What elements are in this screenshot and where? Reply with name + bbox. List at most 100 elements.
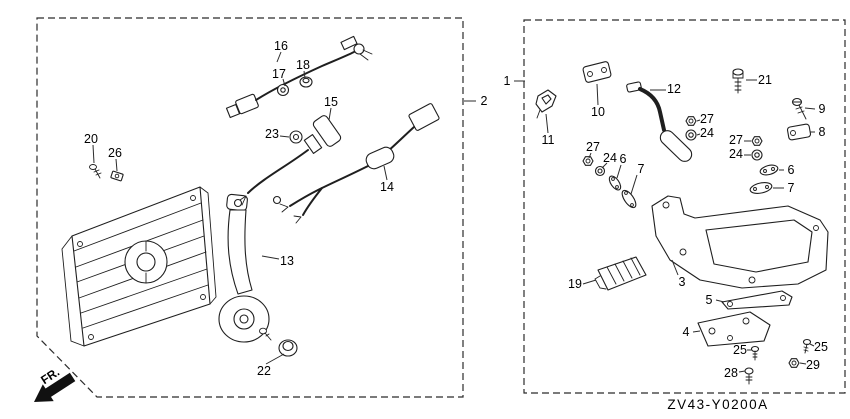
part-label-28: 28 — [724, 366, 738, 380]
part-29-nut — [788, 358, 800, 368]
part-24-washer — [594, 165, 606, 177]
part-label-26: 26 — [108, 146, 122, 160]
leader-line-13 — [261, 255, 280, 260]
leader-line-20 — [92, 144, 95, 164]
part-11-clamp — [535, 89, 557, 119]
leader-line-23 — [279, 135, 290, 138]
part-27-nut — [685, 116, 697, 126]
leader-line-29 — [799, 362, 807, 365]
part-8-block — [786, 123, 812, 141]
part-27-nut — [582, 156, 594, 166]
part-6-plate — [608, 175, 622, 191]
part-4-plate — [697, 311, 771, 347]
fr-arrow-icon: FR. — [34, 365, 76, 402]
part-label-4: 4 — [683, 325, 690, 339]
part-labels: 1617181523202614132221111012212724982724… — [84, 39, 828, 380]
leader-line-24 — [696, 133, 701, 136]
part-label-27: 27 — [729, 133, 743, 147]
part-label-23: 23 — [265, 127, 279, 141]
part-6-plate — [759, 164, 779, 176]
part-label-25: 25 — [814, 340, 828, 354]
leader-line-16 — [276, 51, 282, 63]
part-12-link — [626, 81, 693, 162]
part-26-clip — [110, 170, 124, 182]
part-label-24: 24 — [603, 151, 617, 165]
part-27-nut — [751, 136, 763, 146]
part-9-screw — [791, 97, 807, 120]
part-15-cable — [233, 115, 342, 208]
part-label-10: 10 — [591, 105, 605, 119]
part-label-17: 17 — [272, 67, 286, 81]
part-label-29: 29 — [806, 358, 820, 372]
leader-line-9 — [804, 107, 816, 110]
leader-line-25 — [809, 343, 815, 347]
left-panel-border — [36, 17, 464, 398]
leader-line-17 — [282, 78, 286, 87]
part-label-12: 12 — [667, 82, 681, 96]
part-7-plate — [749, 182, 773, 194]
part-label-24: 24 — [729, 147, 743, 161]
part-16-cable-assembly — [225, 35, 373, 119]
part-label-3: 3 — [679, 275, 686, 289]
leader-line-14 — [383, 165, 388, 181]
part-17-ring — [276, 83, 290, 97]
part-label-5: 5 — [706, 293, 713, 307]
part-label-6: 6 — [788, 163, 795, 177]
leader-line-22 — [265, 353, 285, 365]
part-10-spacer — [582, 61, 612, 83]
leader-line-19 — [582, 279, 597, 285]
part-3-bracket — [651, 195, 829, 289]
part-label-21: 21 — [758, 73, 772, 87]
leader-line-4 — [692, 330, 701, 333]
part-label-8: 8 — [819, 125, 826, 139]
leader-line-27 — [696, 119, 701, 122]
part-label-13: 13 — [280, 254, 294, 268]
part-20-screw — [89, 164, 102, 179]
leader-line-10 — [596, 83, 599, 106]
part-14-cable — [272, 103, 440, 224]
part-label-27: 27 — [700, 112, 714, 126]
part-label-14: 14 — [380, 180, 394, 194]
part-label-27: 27 — [586, 140, 600, 154]
part-label-11: 11 — [542, 133, 555, 147]
part-label-25: 25 — [733, 343, 747, 357]
leader-line-15 — [328, 107, 332, 121]
part-label-16: 16 — [274, 39, 288, 53]
part-5-arm — [721, 290, 793, 310]
leader-line-24 — [601, 162, 608, 169]
part-25-bolt — [802, 338, 812, 354]
part-25-bolt — [750, 345, 760, 361]
part-label-15: 15 — [324, 95, 338, 109]
part-22-grommet — [259, 327, 298, 357]
part-label-20: 20 — [84, 132, 98, 146]
leader-line-18 — [303, 70, 306, 79]
leader-line-5 — [715, 299, 725, 303]
part-18-cap — [299, 76, 313, 88]
leader-line-27 — [588, 152, 592, 159]
part-label-19: 19 — [568, 277, 582, 291]
leader-line-6 — [616, 164, 622, 179]
part-19-connector — [594, 256, 647, 291]
part-label-7: 7 — [638, 162, 645, 176]
part-label-22: 22 — [257, 364, 271, 378]
part-28-bolt — [744, 367, 754, 385]
leader-line-3 — [671, 259, 679, 276]
part-24-washer — [751, 149, 763, 161]
right-panel-border — [523, 19, 846, 394]
part-23-ring — [289, 130, 303, 144]
part-label-6: 6 — [620, 152, 627, 166]
part-label-7: 7 — [788, 181, 795, 195]
part-7-plate — [621, 189, 637, 209]
part-label-24: 24 — [700, 126, 714, 140]
leader-line-26 — [115, 158, 118, 172]
leader-line-7 — [630, 174, 638, 195]
part-24-washer — [685, 129, 697, 141]
part-label-1: 1 — [504, 74, 511, 88]
part-label-9: 9 — [819, 102, 826, 116]
part-control-box — [61, 186, 217, 347]
part-label-18: 18 — [296, 58, 310, 72]
diagram-code: ZV43-Y0200A — [667, 397, 768, 412]
part-13-lever — [218, 193, 270, 343]
